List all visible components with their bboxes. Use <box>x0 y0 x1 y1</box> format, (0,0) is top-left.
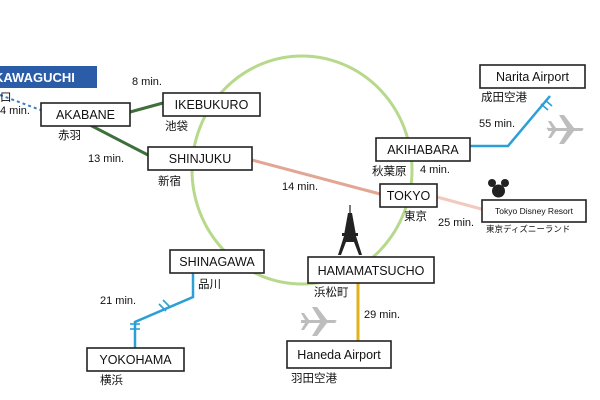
station-hamamatsucho-jp: 浜松町 <box>314 285 349 299</box>
station-haneda-airport[interactable]: Haneda Airport <box>286 340 392 369</box>
rail-transfer-icon <box>540 99 553 111</box>
kawaguchi-jp-label: 口 <box>0 90 12 104</box>
mickey-icon <box>488 179 509 198</box>
station-tokyo-name: TOKYO <box>387 189 431 203</box>
station-tokyo-disney-resort[interactable]: Tokyo Disney Resort <box>481 199 587 223</box>
station-akihabara-jp: 秋葉原 <box>372 164 407 178</box>
route-tokyo-disney <box>436 195 486 212</box>
station-shinagawa-name: SHINAGAWA <box>179 255 255 269</box>
tokyo-tower-icon <box>338 205 362 255</box>
station-haneda-name: Haneda Airport <box>297 348 381 362</box>
station-disney-name: Tokyo Disney Resort <box>495 206 574 216</box>
route-shinagawa-yokohama <box>133 273 195 348</box>
station-akihabara[interactable]: AKIHABARA <box>375 137 471 162</box>
time-akabane-ikebukuro: 8 min. <box>132 76 162 88</box>
station-shinjuku[interactable]: SHINJUKU <box>147 146 253 171</box>
station-yokohama-jp: 横浜 <box>100 373 123 387</box>
station-tokyo[interactable]: TOKYO <box>379 183 438 208</box>
time-narita-akihabara: 55 min. <box>479 118 515 130</box>
airplane-icon <box>301 307 337 336</box>
station-akabane-name: AKABANE <box>56 108 115 122</box>
route-kawaguchi-akabane <box>0 94 47 113</box>
kawaguchi-banner <box>0 66 97 88</box>
station-shinjuku-jp: 新宿 <box>158 174 181 188</box>
station-ikebukuro-jp: 池袋 <box>165 119 188 133</box>
station-shinagawa[interactable]: SHINAGAWA <box>169 249 265 274</box>
route-shinjuku-tokyo <box>251 158 381 196</box>
route-akabane-shinjuku <box>89 123 149 157</box>
time-akabane-shinjuku: 13 min. <box>88 153 124 165</box>
station-shinagawa-jp: 品川 <box>198 277 221 291</box>
station-yokohama[interactable]: YOKOHAMA <box>86 347 185 372</box>
time-hamamatsucho-haneda: 29 min. <box>364 309 400 321</box>
route-akabane-ikebukuro <box>129 101 164 114</box>
station-narita-jp: 成田空港 <box>481 90 527 104</box>
time-kawaguchi-akabane: 4 min. <box>0 105 30 117</box>
kawaguchi-label: KAWAGUCHI <box>0 70 75 85</box>
station-narita-name: Narita Airport <box>496 70 569 84</box>
station-ikebukuro[interactable]: IKEBUKURO <box>162 92 261 117</box>
station-tokyo-jp: 東京 <box>404 209 427 223</box>
time-shinjuku-tokyo: 14 min. <box>282 181 318 193</box>
route-narita-akihabara <box>470 95 551 148</box>
station-haneda-jp: 羽田空港 <box>291 371 337 385</box>
time-akihabara-tokyo: 4 min. <box>420 164 450 176</box>
station-disney-jp: 東京ディズニーランド <box>486 224 570 235</box>
rail-transfer-icon <box>130 323 140 330</box>
time-shinagawa-yokohama: 21 min. <box>100 295 136 307</box>
station-akihabara-name: AKIHABARA <box>387 143 459 157</box>
station-yokohama-name: YOKOHAMA <box>99 353 172 367</box>
rail-transfer-icon <box>158 299 171 312</box>
station-hamamatsucho-name: HAMAMATSUCHO <box>318 264 425 278</box>
time-tokyo-disney: 25 min. <box>438 217 474 229</box>
station-akabane[interactable]: AKABANE <box>40 102 131 127</box>
airplane-icon <box>546 115 584 144</box>
station-narita-airport[interactable]: Narita Airport <box>479 64 586 89</box>
station-akabane-jp: 赤羽 <box>58 128 81 142</box>
station-ikebukuro-name: IKEBUKURO <box>175 98 249 112</box>
station-shinjuku-name: SHINJUKU <box>169 152 232 166</box>
station-hamamatsucho[interactable]: HAMAMATSUCHO <box>307 256 435 284</box>
